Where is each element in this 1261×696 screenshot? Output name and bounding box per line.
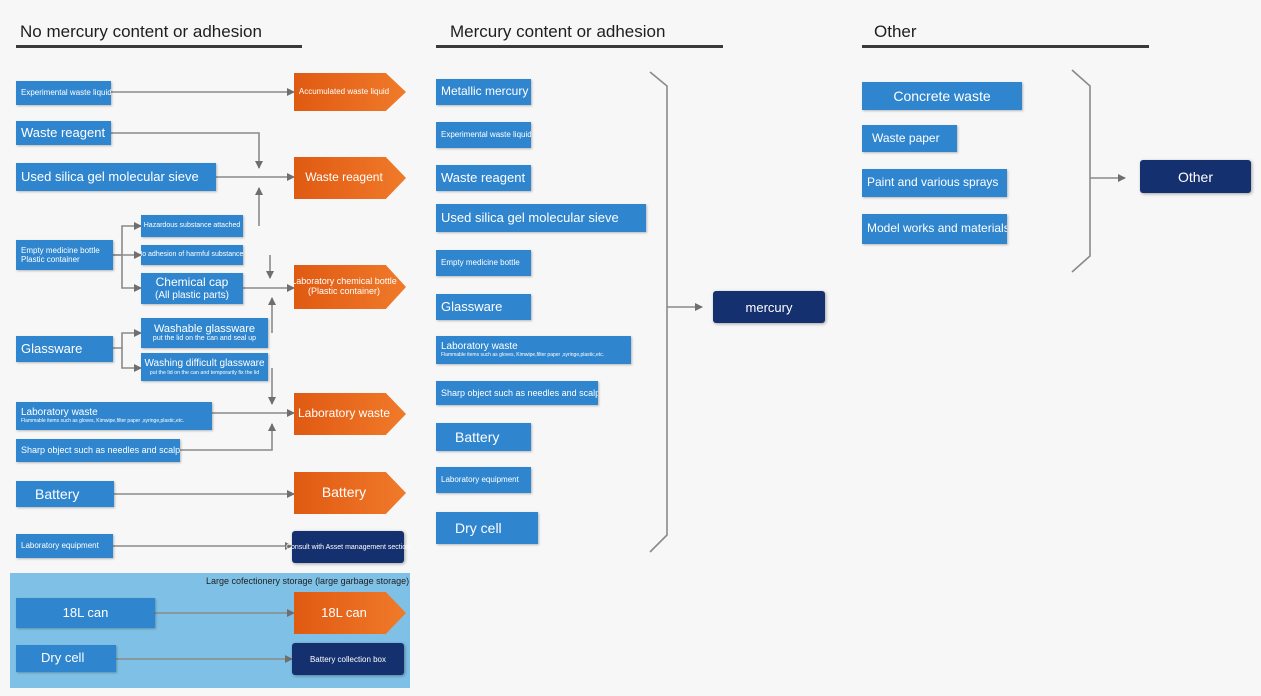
dest-waste-reagent: Waste reagent <box>294 157 406 199</box>
other-item-concrete-waste: Concrete waste <box>862 82 1022 110</box>
item-waste-reagent: Waste reagent <box>16 121 111 145</box>
dest-accumulated-waste-liquid: Accumulated waste liquid <box>294 73 406 111</box>
mercury-item-waste-reagent: Waste reagent <box>436 165 531 191</box>
mercury-item-experimental-waste-liquid: Experimental waste liquid <box>436 122 531 148</box>
other-item-paint-sprays: Paint and various sprays <box>862 169 1007 197</box>
section-rule <box>16 45 302 48</box>
item-laboratory-equipment: Laboratory equipment <box>16 534 113 558</box>
mercury-item-dry-cell: Dry cell <box>436 512 538 544</box>
dest-battery: Battery <box>294 472 406 514</box>
item-experimental-waste-liquid: Experimental waste liquid <box>16 81 111 105</box>
item-glassware: Glassware <box>16 336 113 362</box>
dest-laboratory-waste: Laboratory waste <box>294 393 406 435</box>
section-rule <box>436 45 723 48</box>
mercury-item-used-silica-gel: Used silica gel molecular sieve <box>436 204 646 232</box>
item-sharp-object: Sharp object such as needles and scalpel… <box>16 439 180 462</box>
mercury-item-metallic-mercury: Metallic mercury <box>436 79 531 105</box>
dest-consult-asset-management: Consult with Asset management section <box>286 531 410 563</box>
section-title-other: Other <box>874 22 917 41</box>
item-no-adhesion: No adhesion of harmful substances <box>141 245 243 265</box>
other-item-model-works: Model works and materials <box>862 214 1007 244</box>
dest-other: Other <box>1140 160 1251 193</box>
mercury-item-battery: Battery <box>436 423 531 451</box>
item-chemical-cap: Chemical cap(All plastic parts) <box>141 273 243 304</box>
item-used-silica-gel: Used silica gel molecular sieve <box>16 163 216 191</box>
section-rule <box>862 45 1149 48</box>
section-title-no-mercury: No mercury content or adhesion <box>20 22 262 41</box>
mercury-item-empty-medicine-bottle: Empty medicine bottle <box>436 250 531 276</box>
item-battery: Battery <box>16 481 114 507</box>
other-item-waste-paper: Waste paper <box>862 125 957 152</box>
dest-battery-collection-box: Battery collection box <box>292 643 404 675</box>
dest-18l-can: 18L can <box>294 592 406 634</box>
storage-title: Large cofectionery storage (large garbag… <box>206 576 410 586</box>
mercury-item-sharp-object: Sharp object such as needles and scalpel… <box>436 381 598 405</box>
section-title-mercury: Mercury content or adhesion <box>450 22 666 41</box>
item-hazardous-attached: Hazardous substance attached <box>141 215 243 237</box>
mercury-item-laboratory-equipment: Laboratory equipment <box>436 467 531 493</box>
item-dry-cell: Dry cell <box>16 645 116 672</box>
mercury-item-glassware: Glassware <box>436 294 531 320</box>
item-18l-can: 18L can <box>16 598 155 628</box>
dest-laboratory-chemical-bottle: Laboratory chemical bottle(Plastic conta… <box>294 265 406 309</box>
dest-mercury: mercury <box>713 291 825 323</box>
